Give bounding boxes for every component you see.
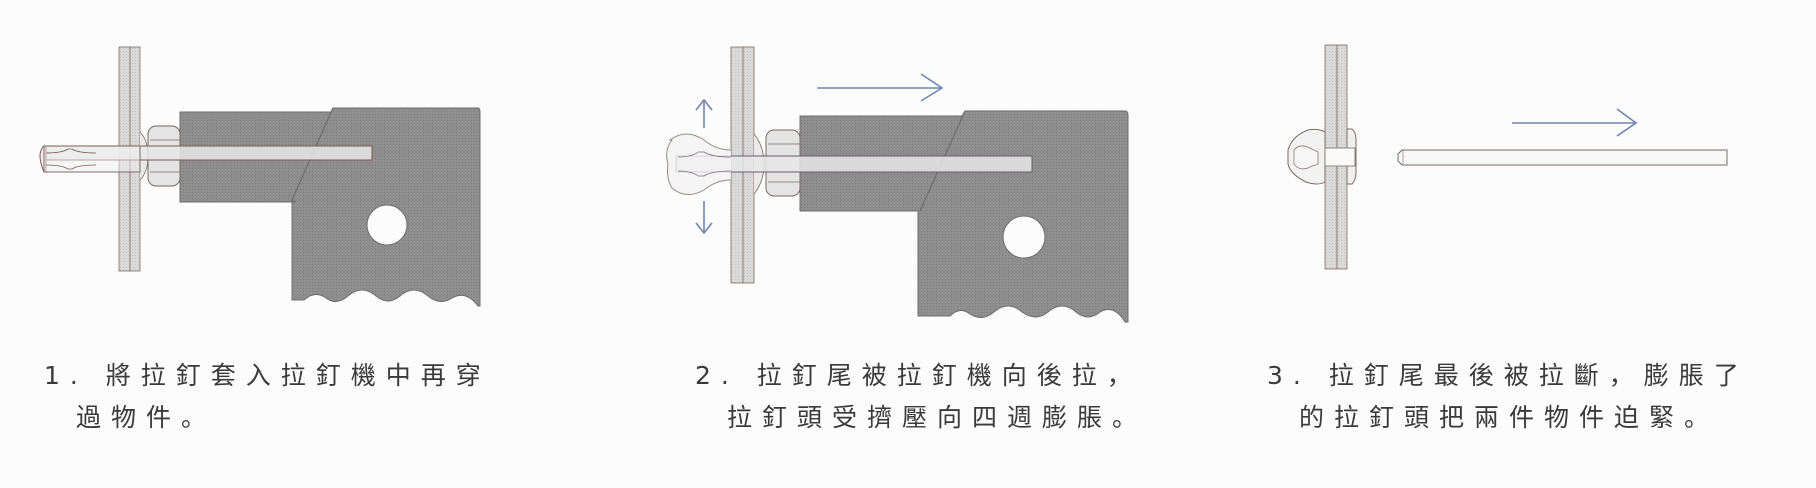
step-3-caption-line-1: 3. 拉釘尾最後被拉斷，膨脹了 bbox=[1267, 361, 1749, 390]
step-1-caption: 1. 將拉釘套入拉釘機中再穿 過物件。 bbox=[44, 355, 491, 439]
step-1-caption-line-2: 過物件。 bbox=[76, 403, 217, 432]
riveting-tool-body bbox=[179, 107, 481, 307]
step-2-caption-line-1: 2. 拉釘尾被拉釘機向後拉， bbox=[695, 361, 1142, 390]
rivet-mandrel bbox=[666, 133, 1033, 195]
tool-pivot-hole bbox=[1002, 215, 1046, 259]
step-3-diagram bbox=[1287, 44, 1728, 270]
riveting-tool-body bbox=[799, 110, 1129, 323]
step-1-diagram bbox=[39, 46, 481, 307]
set-rivet bbox=[1287, 128, 1357, 185]
rivet-mandrel bbox=[39, 145, 373, 173]
step-2-caption-line-2: 拉釘頭受擠壓向四週膨脹。 bbox=[727, 403, 1148, 432]
expand-up-arrow bbox=[695, 98, 713, 128]
step-2-caption: 2. 拉釘尾被拉釘機向後拉， 拉釘頭受擠壓向四週膨脹。 bbox=[695, 355, 1147, 439]
step-1-caption-line-1: 1. 將拉釘套入拉釘機中再穿 bbox=[44, 361, 491, 390]
mandrel-removed-right-arrow bbox=[1512, 108, 1638, 137]
step-2-diagram bbox=[666, 46, 1129, 323]
tool-pivot-hole bbox=[366, 204, 408, 246]
step-3-caption: 3. 拉釘尾最後被拉斷，膨脹了 的拉釘頭把兩件物件迫緊。 bbox=[1267, 355, 1749, 439]
broken-mandrel bbox=[1397, 149, 1728, 166]
step-3-caption-line-2: 的拉釘頭把兩件物件迫緊。 bbox=[1299, 403, 1720, 432]
expand-down-arrow bbox=[695, 201, 713, 235]
expanded-rivet-head bbox=[666, 133, 732, 195]
rivet-process-diagram bbox=[39, 44, 1728, 323]
pull-right-arrow bbox=[817, 73, 944, 102]
